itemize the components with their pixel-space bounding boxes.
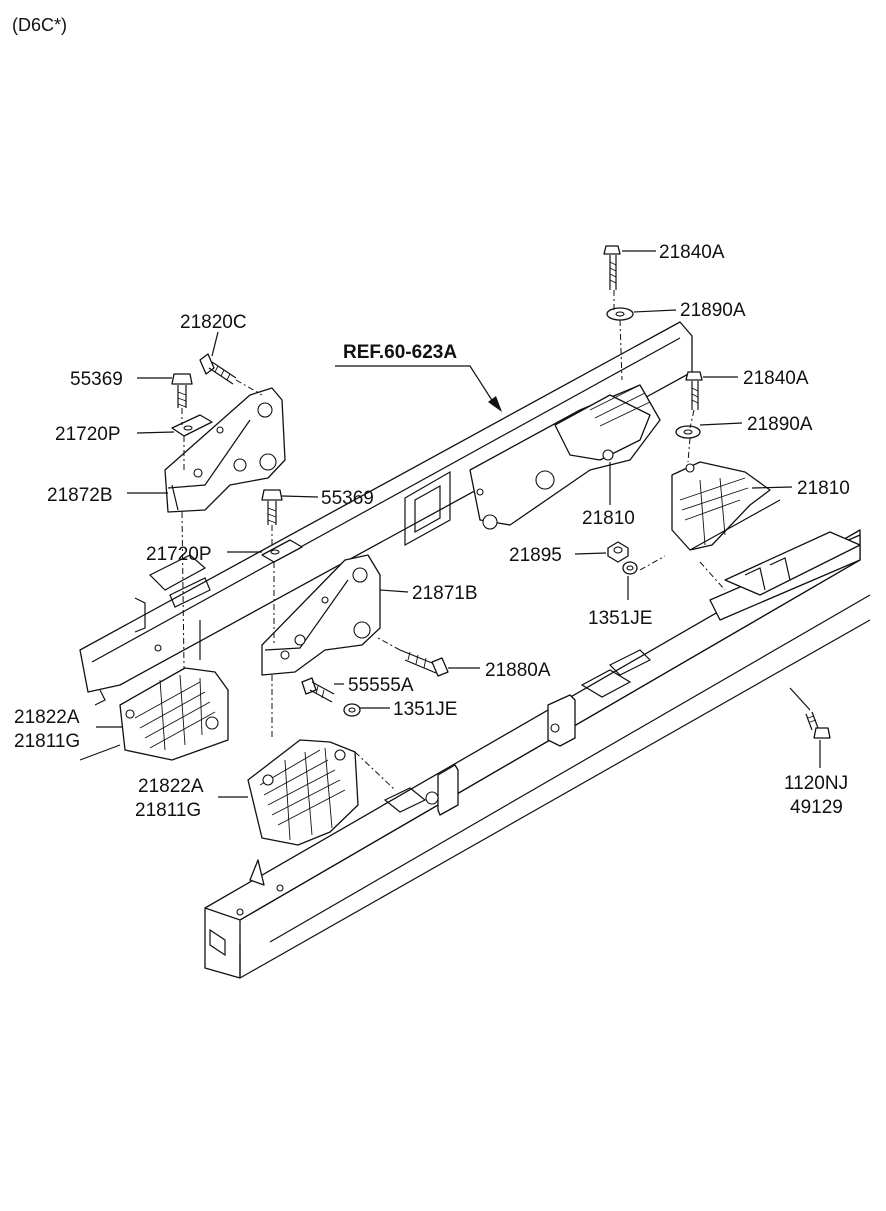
callout-21880A: 21880A [485,660,551,681]
callout-1351JE-center: 1351JE [393,699,457,720]
leader-lines [96,250,821,798]
callout-21890A-mid: 21890A [747,414,813,435]
callout-21890A-top: 21890A [680,300,746,321]
callout-55369-left: 55369 [70,369,123,390]
callout-21811G-center: 21811G [135,800,201,821]
callout-21720P-center: 21720P [146,544,212,565]
callout-55555A: 55555A [348,675,414,696]
frame-rails [79,321,871,979]
callout-labels: 21840A 21890A 21840A 21890A 21810 21810 … [14,242,850,821]
callout-21811G-left: 21811G [14,731,80,752]
callout-1120NJ: 1120NJ [784,773,848,794]
engine-mount-center [247,739,359,846]
callout-21840A-top: 21840A [659,242,725,263]
callout-1351JE-right: 1351JE [588,608,652,629]
fasteners [154,245,831,739]
engine-bracket-21872B [164,387,286,513]
callout-55369-center: 55369 [321,488,374,509]
reference-callout: REF.60-623A [335,342,502,412]
callout-21872B: 21872B [47,485,113,506]
callout-21895: 21895 [509,545,562,566]
callout-21810-center: 21810 [582,508,635,529]
callout-21810-right: 21810 [797,478,850,499]
callout-21822A-center: 21822A [138,776,204,797]
engine-code-header: (D6C*) [12,15,67,35]
engine-mount-left [79,667,229,761]
callout-21820C: 21820C [180,312,247,333]
insulator-21810-center [469,384,661,530]
callout-49129: 49129 [790,797,843,818]
assembly-centerlines [181,290,726,791]
callout-21720P-left: 21720P [55,424,121,445]
callout-21840A-mid: 21840A [743,368,809,389]
reference-label: REF.60-623A [343,342,457,363]
callout-21822A-left: 21822A [14,707,80,728]
insulator-21810-right [671,461,781,551]
callout-21871B: 21871B [412,583,478,604]
engine-bracket-21871B [261,554,381,676]
